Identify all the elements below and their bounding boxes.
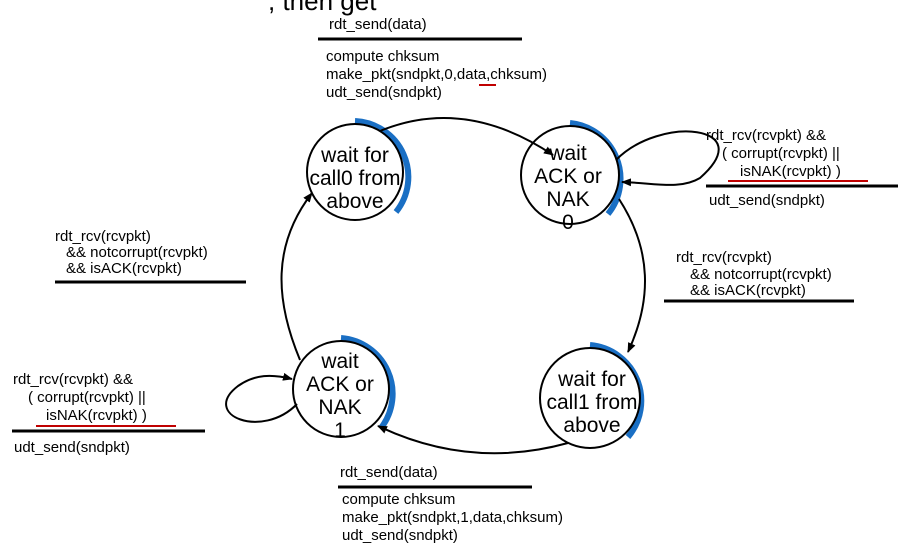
state-label: wait for: [557, 368, 626, 391]
state-circle: [292, 340, 390, 438]
state-wait-ack0: wait ACK or NAK 0: [520, 120, 624, 234]
arrow-ack0-self-loop: [615, 130, 720, 187]
state-label: ACK or: [306, 373, 374, 396]
state-wait-ack1: wait ACK or NAK 1: [292, 335, 396, 442]
state-label: NAK: [318, 396, 361, 419]
state-label: 0: [562, 211, 574, 234]
state-accent-arc: [354, 118, 412, 214]
state-accent-arc: [340, 335, 396, 430]
transition-event: rdt_rcv(rcvpkt) &&: [13, 371, 133, 388]
transition-event: rdt_send(data): [340, 464, 438, 481]
state-label: wait: [548, 142, 587, 165]
transition-label-ack0-loop: rdt_rcv(rcvpkt) && ( corrupt(rcvpkt) || …: [706, 127, 898, 209]
transition-event: rdt_rcv(rcvpkt) &&: [706, 127, 826, 144]
state-label: wait: [320, 350, 359, 373]
state-wait-call0: wait for call0 from above: [306, 118, 412, 221]
state-label: call1 from: [546, 391, 637, 414]
transition-action: make_pkt(sndpkt,0,data,chksum): [326, 66, 547, 83]
transition-label-ack1-ok: rdt_rcv(rcvpkt) && notcorrupt(rcvpkt) &&…: [55, 228, 246, 284]
transition-event: isNAK(rcvpkt) ): [46, 407, 147, 424]
transition-event: && isACK(rcvpkt): [690, 282, 806, 299]
transition-label-ack0-ok: rdt_rcv(rcvpkt) && notcorrupt(rcvpkt) &&…: [664, 249, 854, 303]
state-wait-call1: wait for call1 from above: [539, 342, 645, 449]
state-circle: [539, 347, 641, 449]
transition-event: ( corrupt(rcvpkt) ||: [722, 145, 840, 162]
transition-event: && notcorrupt(rcvpkt): [690, 266, 832, 283]
transition-event: && notcorrupt(rcvpkt): [66, 244, 208, 261]
transition-action: udt_send(sndpkt): [709, 192, 825, 209]
arrow-call1-to-ack1: [377, 425, 569, 455]
state-label: 1: [334, 419, 346, 442]
transition-event: ( corrupt(rcvpkt) ||: [28, 389, 146, 406]
state-label: wait for: [320, 144, 389, 167]
transition-action: udt_send(sndpkt): [342, 527, 458, 544]
transition-event: && isACK(rcvpkt): [66, 260, 182, 277]
transition-event: rdt_send(data): [329, 16, 427, 33]
transition-label-send1: rdt_send(data) compute chksum make_pkt(s…: [338, 464, 563, 544]
transition-action: compute chksum: [326, 48, 439, 65]
state-label: ACK or: [534, 165, 602, 188]
top-title-fragment: , then get: [268, 0, 377, 16]
transition-event: rdt_rcv(rcvpkt): [55, 228, 151, 245]
arrow-call0-to-ack0: [379, 116, 554, 156]
arrow-ack0-to-call1: [618, 198, 647, 353]
transition-label-ack1-loop: rdt_rcv(rcvpkt) && ( corrupt(rcvpkt) || …: [12, 371, 205, 456]
arrow-ack1-self-loop: [225, 372, 298, 423]
state-label: call0 from: [309, 167, 400, 190]
transition-event: rdt_rcv(rcvpkt): [676, 249, 772, 266]
state-circle: [306, 123, 404, 221]
transition-label-send0: rdt_send(data) compute chksum make_pkt(s…: [318, 16, 547, 101]
transition-action: udt_send(sndpkt): [326, 84, 442, 101]
transition-event: isNAK(rcvpkt) ): [740, 163, 841, 180]
transition-action: udt_send(sndpkt): [14, 439, 130, 456]
arrow-ack1-to-call0: [280, 192, 313, 361]
state-label: above: [326, 190, 383, 213]
state-label: NAK: [546, 188, 589, 211]
transition-action: make_pkt(sndpkt,1,data,chksum): [342, 509, 563, 526]
transition-action: compute chksum: [342, 491, 455, 508]
state-label: above: [563, 414, 620, 437]
